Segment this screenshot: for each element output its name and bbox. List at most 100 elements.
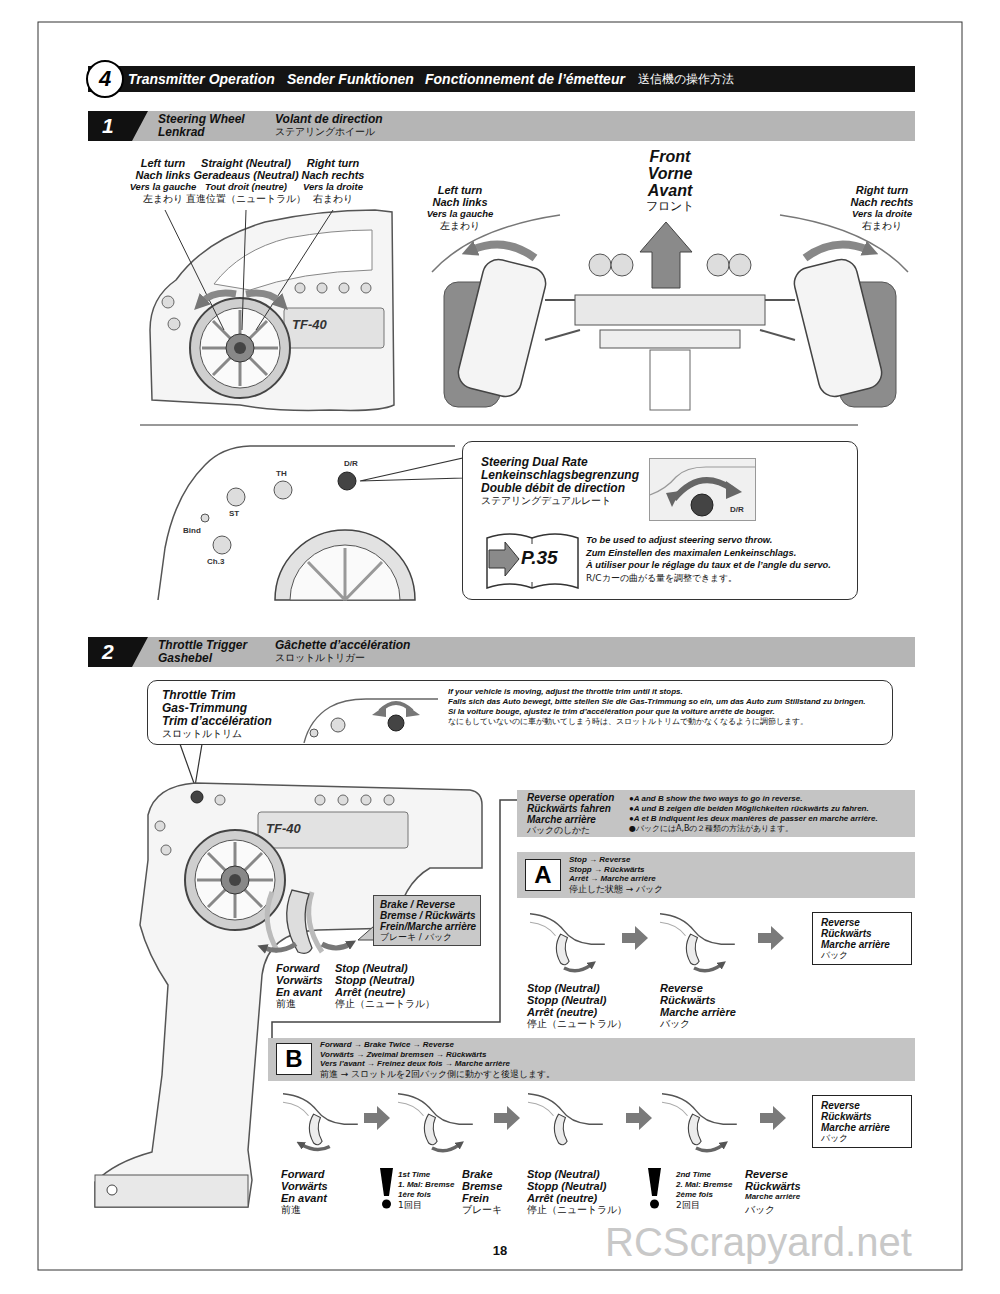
node-art: [331, 718, 345, 732]
transmitter-drawing: [284, 308, 384, 348]
text-group: Throttle TriggerGashebel: [158, 639, 247, 665]
text-group: Fonctionnement de l’émetteur: [425, 71, 625, 87]
node-text: ●A and B show the two ways to go in reve…: [629, 794, 878, 804]
node-text: ●A und B zeigen die beiden Möglichkeiten…: [629, 804, 878, 814]
trigger-sequence: [528, 1094, 603, 1145]
node-text: Frein/Marche arrière: [380, 921, 476, 932]
step-band: 2Throttle TriggerGashebelGâchette d’accé…: [88, 637, 915, 667]
node-art: [726, 481, 742, 499]
transmitter-drawing: [95, 783, 482, 1207]
transmitter-drawing: [150, 210, 394, 410]
label-text: バック: [745, 1204, 775, 1216]
label-text: Bremse: [462, 1180, 502, 1192]
trigger-sequence: [564, 965, 591, 971]
transmitter-drawing: [267, 892, 278, 952]
trigger-sequence: [398, 1094, 473, 1151]
label-text: Nach links: [432, 196, 487, 208]
trigger-sequence: [530, 914, 605, 971]
text-group: B: [276, 1043, 312, 1075]
label-text: Vers la droite: [852, 208, 912, 220]
node-art: [489, 542, 519, 576]
node-text: Reverse: [821, 917, 890, 928]
label-text: ST: [229, 509, 239, 518]
node-text: Forward → Brake Twice → Reverse: [320, 1040, 555, 1050]
label-text: Tout droit (neutre): [205, 181, 287, 193]
label-text: Vers la gauche: [427, 208, 494, 220]
node-text: D/R: [730, 505, 744, 514]
node-art: [88, 637, 148, 671]
node-art: [88, 637, 148, 667]
node-text: R/Cカーの曲がる量を調整できます。: [586, 572, 831, 585]
car-front-view: [707, 254, 729, 276]
node-text: Vers l’avant → Freinez deux fois → March…: [320, 1059, 555, 1069]
text-group: ReverseRückwärtsMarche arrièreバック: [821, 917, 890, 960]
label-text: Brake: [462, 1168, 493, 1180]
car-front-view: [455, 256, 549, 400]
node-text: Steering Dual Rate: [481, 456, 639, 469]
label-text: Geradeaus (Neutral): [193, 169, 298, 181]
label-text: 右まわり: [313, 193, 353, 205]
transmitter-drawing: [287, 890, 312, 953]
node-text: A: [526, 860, 560, 890]
node-text: Gas-Trimmung: [162, 702, 272, 715]
transmitter-drawing: [227, 488, 245, 506]
car-front-view: [650, 350, 690, 410]
label-text: 停止（ニュートラル）: [527, 1204, 627, 1216]
label-text: 1回目: [398, 1200, 422, 1210]
transmitter-drawing: [107, 1185, 117, 1195]
step-band: 1Steering WheelLenkradVolant de directio…: [88, 111, 915, 141]
label-text: 右まわり: [862, 220, 902, 232]
text-group: To be used to adjust steering servo thro…: [586, 534, 831, 584]
label-text: D/R: [344, 459, 358, 468]
label-text: Vorne: [648, 165, 693, 182]
transmitter-drawing: [290, 545, 400, 600]
label-text: Marche arrière: [660, 1006, 736, 1018]
label-text: Reverse: [745, 1168, 788, 1180]
transmitter-drawing: [155, 821, 165, 831]
warning-icon: [380, 1168, 393, 1196]
section-header-band: 4Transmitter OperationSender FunktionenF…: [88, 66, 915, 92]
node-art: [487, 534, 578, 588]
node-text: 1: [102, 114, 114, 138]
transmitter-drawing: [202, 310, 278, 386]
label-text: 2. Mal: Bremse: [676, 1180, 732, 1190]
node-text: 送信機の操作方法: [638, 71, 734, 87]
transmitter-drawing: [338, 472, 356, 490]
method-band: BForward → Brake Twice → ReverseVorwärts…: [268, 1038, 915, 1081]
label-text: Right turn: [856, 184, 909, 196]
label-text: Stop (Neutral): [335, 962, 408, 974]
node-text: B: [277, 1044, 311, 1074]
node-art: [310, 729, 318, 737]
node-text: To be used to adjust steering servo thro…: [586, 534, 831, 547]
label-text: Arrêt (neutre): [527, 1006, 597, 1018]
car-front-view: [640, 222, 692, 288]
label-text: Rückwärts: [745, 1180, 801, 1192]
label-text: Stopp (Neutral): [335, 974, 414, 986]
transmitter-drawing: [165, 210, 333, 330]
transmitter-drawing: [158, 446, 455, 600]
transmitter-drawing: [358, 926, 374, 940]
transmitter-drawing: [317, 283, 327, 293]
node-text: Volant de direction: [275, 113, 383, 126]
transmitter-drawing: [95, 783, 482, 1207]
label-text: Vorwärts: [281, 1180, 328, 1192]
label-text: Rückwärts: [660, 994, 716, 1006]
transmitter-drawing: [275, 530, 415, 600]
text-group: Stop → ReverseStopp → RückwärtsArrêt → M…: [569, 855, 663, 894]
transmitter-drawing: [229, 874, 241, 886]
transmitter-drawing: [213, 536, 231, 554]
text-group: If your vehicle is moving, adjust the th…: [448, 687, 886, 727]
transmitter-drawing: [226, 334, 254, 362]
trigger-sequence: [283, 1094, 358, 1145]
transmitter-drawing: [338, 795, 348, 805]
label-text: 1st Time: [398, 1170, 430, 1180]
transmitter-drawing: [295, 283, 305, 293]
label-text: 2nd Time: [676, 1170, 711, 1180]
node-art: [406, 705, 420, 717]
label-text: 左まわり: [440, 220, 480, 232]
transmitter-drawing: [168, 318, 180, 330]
label-text: Vers la droite: [303, 181, 363, 193]
trigger-sequence: [530, 914, 605, 965]
label-text: 左まわり: [143, 193, 183, 205]
text-group: Reverse operationRückwärts fahrenMarche …: [527, 792, 614, 835]
